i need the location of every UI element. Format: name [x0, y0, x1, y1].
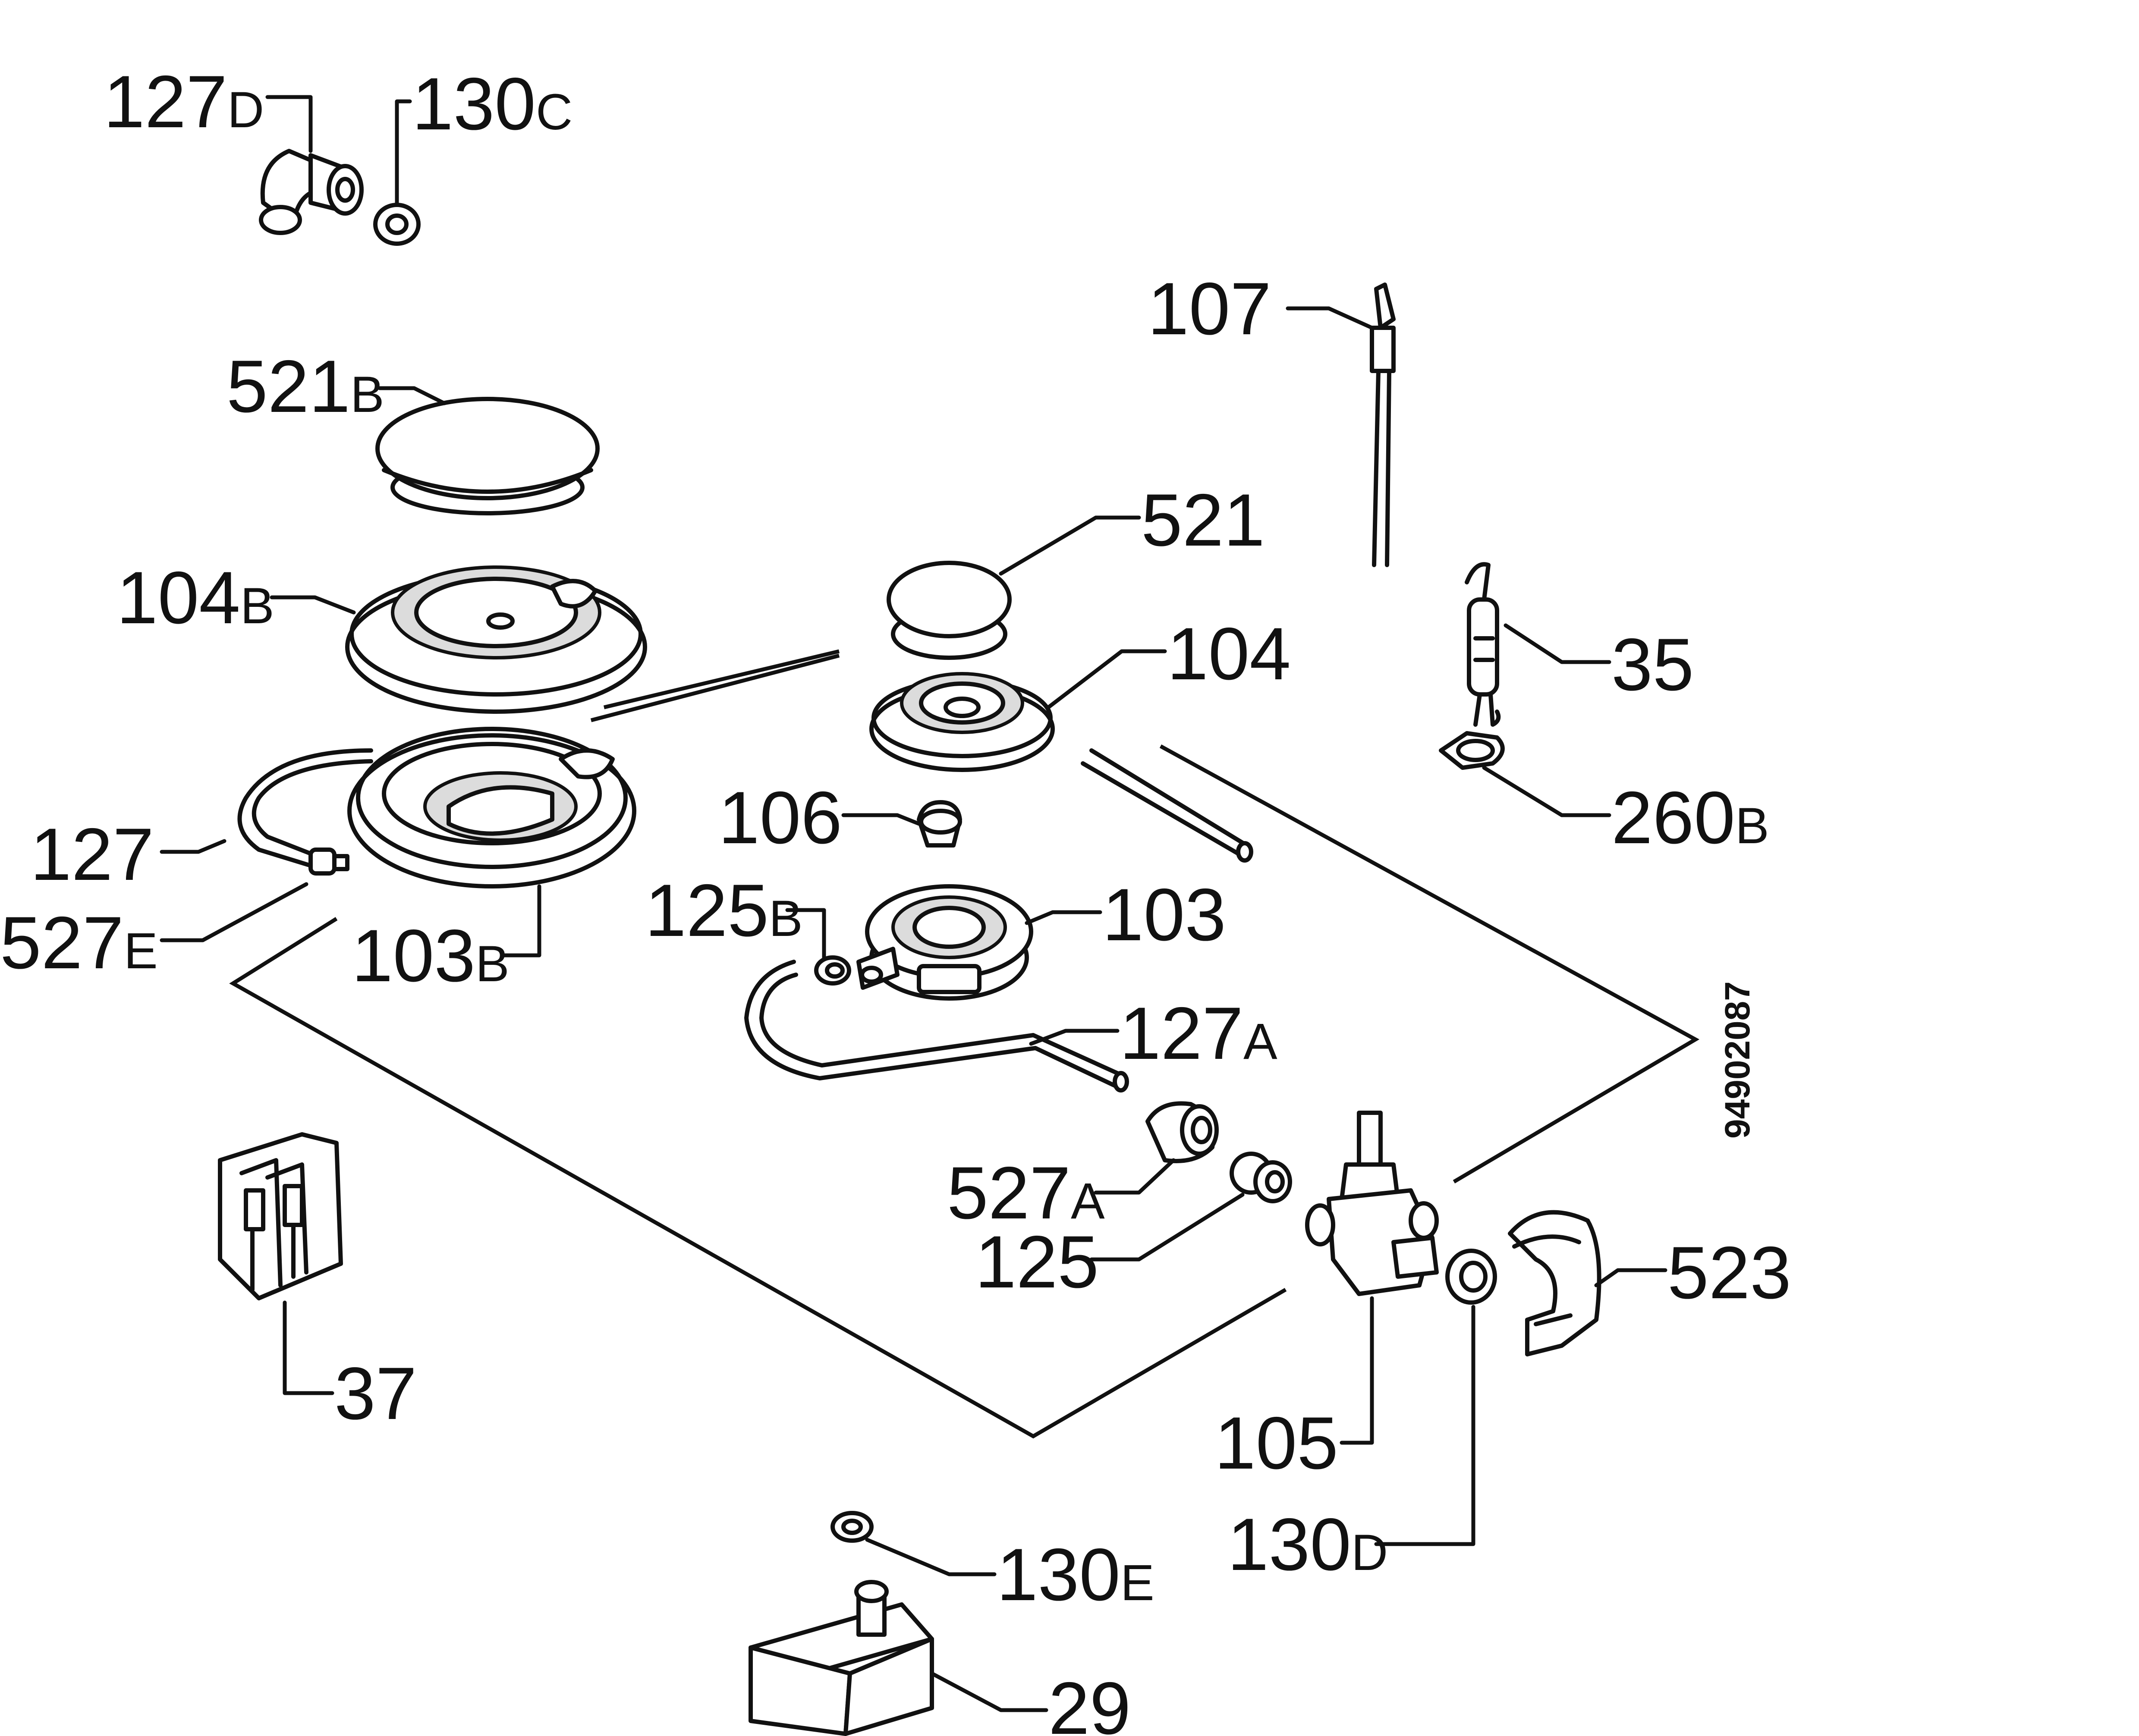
label-523: 523: [1667, 1231, 1791, 1314]
spark-electrode-35: [1465, 562, 1501, 727]
label-130e: 130E: [997, 1533, 1154, 1616]
nut-125b: [814, 955, 851, 986]
label-125: 125: [975, 1221, 1099, 1303]
label-527e: 527E: [0, 901, 158, 984]
label-106: 106: [718, 776, 842, 859]
label-103: 103: [1102, 873, 1226, 956]
part-labels: 127D 130C 107 521B 521 104B 104 35 106 2…: [0, 60, 1791, 1736]
washer-130c: [373, 203, 421, 246]
union-125: [1230, 1152, 1292, 1203]
burner-base-103b: [347, 727, 636, 888]
washer-130d: [1445, 1249, 1497, 1305]
tube-fitting-527e: [308, 848, 349, 876]
label-103b: 103B: [352, 914, 510, 997]
gas-tap-valve-105: [1305, 1111, 1439, 1296]
ignition-generator-29: [749, 1580, 934, 1736]
leader-lines: [160, 95, 1667, 1712]
clip-260b: [1439, 731, 1505, 770]
burner-spreader-104b: [345, 565, 647, 714]
label-521b: 521B: [226, 345, 384, 428]
gas-tube-127: [237, 748, 373, 869]
microswitch-37: [218, 1132, 343, 1300]
hob-plate-outline: [229, 649, 1700, 1439]
label-260b: 260B: [1611, 776, 1769, 859]
label-35: 35: [1611, 623, 1694, 706]
injector-106: [917, 800, 962, 848]
label-29: 29: [1048, 1667, 1131, 1736]
label-130c: 130C: [412, 63, 572, 145]
burner-cap-521: [887, 561, 1012, 660]
label-127d: 127D: [104, 60, 264, 143]
label-37: 37: [334, 1352, 417, 1435]
nut-527a: [1145, 1101, 1219, 1163]
gas-tube-127a: [744, 960, 1129, 1092]
label-104b: 104B: [116, 556, 274, 639]
burner-spreader-104: [869, 672, 1055, 772]
diagram-code: 94902087: [1718, 981, 1757, 1139]
label-127: 127: [30, 813, 154, 896]
label-107: 107: [1148, 267, 1271, 350]
label-130d: 130D: [1227, 1503, 1388, 1586]
label-521: 521: [1141, 479, 1265, 562]
thermocouple-107: [1370, 283, 1396, 567]
burner-base-103: [856, 884, 1033, 1001]
label-104: 104: [1167, 612, 1291, 695]
label-527a: 527A: [947, 1152, 1105, 1234]
washer-130e: [830, 1511, 874, 1543]
label-127a: 127A: [1120, 992, 1277, 1075]
label-105: 105: [1214, 1402, 1338, 1485]
tube-straight: [1081, 748, 1253, 863]
burner-cap-521b: [375, 397, 600, 515]
bracket-523: [1508, 1210, 1601, 1356]
label-125b: 125B: [645, 869, 803, 952]
elbow-fitting-127d: [259, 149, 364, 235]
